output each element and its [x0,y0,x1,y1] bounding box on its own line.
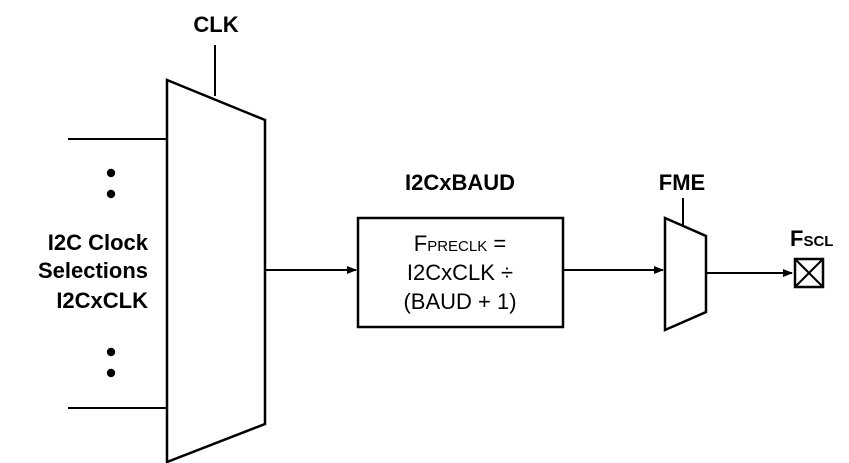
ellipsis-dot [106,368,116,378]
output-pin-icon [793,257,825,289]
formula-f-subscript: PRECLK [427,238,487,255]
clock-selection-label-line1: I2C Clock [48,230,149,255]
fscl-subscript: SCL [803,233,833,250]
fme-label: FME [659,170,705,195]
formula-f: F [414,231,427,256]
clock-selection-label-line3: I2CxCLK [56,288,148,313]
ellipsis-dot [106,189,116,199]
baud-register-label: I2CxBAUD [405,170,515,195]
formula-equals: = [487,231,506,256]
formula-line1: FPRECLK = [414,231,506,256]
formula-line2: I2CxCLK ÷ [407,260,513,285]
baud-divider-box [356,216,565,329]
ellipsis-dot [106,168,116,178]
clock-selection-label-line2: Selections [38,258,148,283]
fme-mux [663,216,708,332]
formula-line3: (BAUD + 1) [403,289,516,314]
fscl-f: F [790,226,803,251]
fscl-label: FSCL [790,226,833,251]
ellipsis-dot [106,347,116,357]
clk-label: CLK [193,12,238,37]
clock-mux [165,78,267,463]
